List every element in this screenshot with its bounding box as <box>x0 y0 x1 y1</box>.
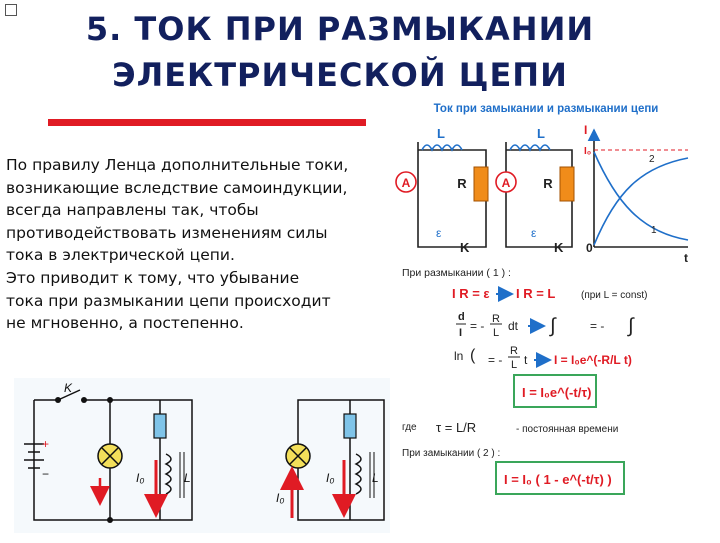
graph-x-label: t <box>684 251 688 265</box>
resistor-2-label: R <box>543 176 553 191</box>
battery-minus: − <box>42 467 49 481</box>
emf-1-label: ε <box>436 226 442 240</box>
closing-label: При замыкании ( 2 ) : <box>402 448 500 459</box>
key-2-label: K <box>554 240 564 255</box>
circuit-illustration-svg: K + − I₀ L I₀ I₀ L <box>24 381 385 523</box>
tau-description: - постоянная времени <box>516 424 618 435</box>
title-line-2: ЭЛЕКТРИЧЕСКОЙ ЦЕПИ <box>112 56 568 94</box>
slide-title: 5. ТОК ПРИ РАЗМЫКАНИИ ЭЛЕКТРИЧЕСКОЙ ЦЕПИ <box>20 6 660 98</box>
ammeter-1 <box>395 171 417 193</box>
inductor-2-label: L <box>537 126 545 141</box>
closing-box <box>495 461 625 495</box>
body-line: противодействовать изменениям силы <box>6 223 328 242</box>
svg-text:ln: ln <box>454 349 463 363</box>
resistor-1 <box>473 166 489 202</box>
body-line: По правилу Ленца дополнительные токи, <box>6 156 349 174</box>
panel-header: Ток при замыкании и размыкании цепи <box>434 103 659 115</box>
svg-text:t: t <box>524 353 528 367</box>
key-1-label: K <box>460 240 470 255</box>
opening-label: При размыкании ( 1 ) : <box>402 267 511 279</box>
i0-label-right: I₀ <box>326 471 334 485</box>
closing-formula: I = I₀ ( 1 - e^(-t/τ) ) <box>504 472 612 487</box>
formula-panel-svg: Ток при замыкании и размыкании цепи A L … <box>395 103 689 495</box>
lamp-icon-right <box>285 443 311 469</box>
result-box <box>513 374 597 408</box>
graph-origin: 0 <box>586 241 593 255</box>
circuit-diagram-1 <box>417 142 487 248</box>
resistor-bottom-left <box>153 413 167 439</box>
svg-text:d: d <box>458 311 465 323</box>
key-label-bottom: K <box>64 381 73 395</box>
where-label: где <box>402 422 417 433</box>
resistor-2 <box>559 166 575 202</box>
curve-closing <box>593 157 689 246</box>
i0-label-right-lower: I₀ <box>276 491 284 505</box>
svg-text:dt: dt <box>508 319 519 333</box>
circuit-left <box>24 389 193 521</box>
svg-text:L: L <box>511 359 517 371</box>
ammeter-2-label: A <box>502 176 511 190</box>
resistor-1-label: R <box>457 176 467 191</box>
svg-text:R: R <box>510 345 518 357</box>
circuit-diagram-2 <box>505 142 573 248</box>
battery-plus: + <box>42 437 49 451</box>
svg-text:= -: = - <box>470 319 484 333</box>
svg-text:I: I <box>459 327 462 339</box>
coil-icon-left <box>164 453 172 495</box>
formula-ir2: I R = L <box>516 286 555 301</box>
resistor-bottom-right <box>343 413 357 439</box>
ammeter-2 <box>495 171 517 193</box>
svg-text:R: R <box>492 313 500 325</box>
lamp-icon-left <box>97 443 123 469</box>
inductor-1-label: L <box>437 126 445 141</box>
curve-2-label: 2 <box>649 154 655 165</box>
formula-note: (при L = const) <box>581 290 648 301</box>
tau-formula: τ = L/R <box>436 420 476 435</box>
formula-ir: I R = ε <box>452 286 490 301</box>
curve-1-label: 1 <box>651 225 657 236</box>
graph-y-tick: I₀ <box>584 146 591 157</box>
body-text: По правилу Ленца дополнительные токи, во… <box>6 154 406 335</box>
title-line-1: 5. ТОК ПРИ РАЗМЫКАНИИ <box>85 10 595 48</box>
curve-opening <box>593 151 689 241</box>
body-line: возникающие вследствие самоиндукции, <box>6 178 348 197</box>
i0-label-left: I₀ <box>136 471 144 485</box>
circuit-illustration: K + − I₀ L I₀ I₀ L <box>14 378 390 533</box>
svg-text:= -: = - <box>488 353 502 367</box>
body-line: тока в электрической цепи. <box>6 246 235 265</box>
graph-y-label: I <box>584 123 587 137</box>
title-underline-bar <box>48 119 386 126</box>
body-line: тока при размыкании цепи происходит <box>6 291 331 310</box>
l-label-right: L <box>372 471 379 485</box>
circuit-right <box>297 399 385 521</box>
l-label-left: L <box>184 471 191 485</box>
body-line: не мгновенно, а постепенно. <box>6 314 244 333</box>
formula-ln-result: I = I₀e^(-R/L t) <box>554 353 632 367</box>
slide-corner-marker <box>5 4 17 16</box>
ammeter-1-label: A <box>402 176 411 190</box>
body-line: всегда направлены так, чтобы <box>6 201 259 220</box>
formula-integral-row: d I = - R L dt ∫ = - ∫ <box>456 311 635 339</box>
svg-text:L: L <box>493 327 499 339</box>
svg-text:(: ( <box>470 347 476 364</box>
svg-text:∫: ∫ <box>627 315 635 337</box>
result-formula: I = I₀e^(-t/τ) <box>522 385 591 400</box>
formula-panel: Ток при замыкании и размыкании цепи A L … <box>366 92 720 538</box>
svg-text:∫: ∫ <box>549 315 557 337</box>
body-line: Это приводит к тому, что убывание <box>6 268 300 287</box>
current-graph <box>587 128 689 248</box>
formula-ln-row: ln ( = - R L t <box>454 345 552 371</box>
coil-icon-right <box>354 453 362 495</box>
svg-text:= -: = - <box>590 319 604 333</box>
emf-2-label: ε <box>531 226 537 240</box>
